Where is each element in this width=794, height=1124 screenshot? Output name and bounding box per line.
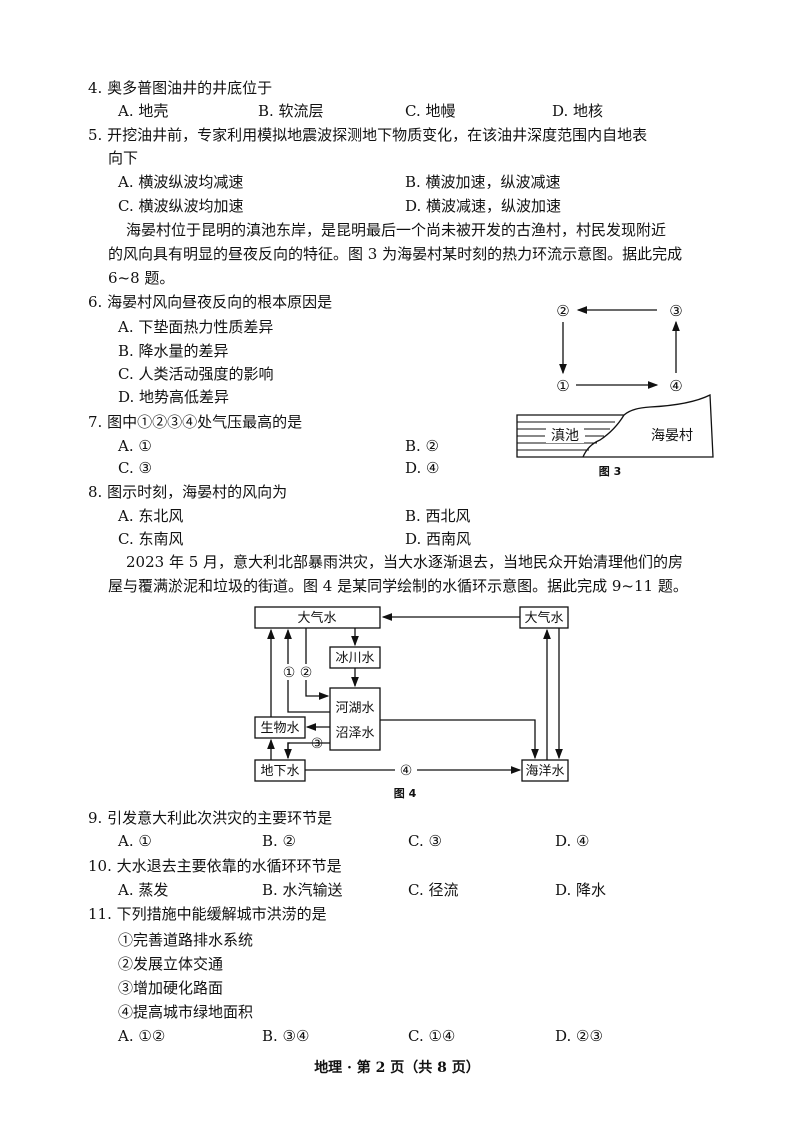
groundwater: 地下水: [260, 764, 299, 779]
q9-option-a: A. ①: [118, 832, 152, 850]
q4-option-a: A. 地壳: [118, 102, 169, 120]
q5-option-a: A. 横波纵波均减速: [118, 173, 244, 191]
q9-option-d: D. ④: [555, 832, 590, 850]
label-4: ④: [400, 763, 413, 779]
q6-stem: 6. 海晏村风向昼夜反向的根本原因是: [88, 293, 333, 311]
q6-option-a: A. 下垫面热力性质差异: [118, 318, 274, 336]
q11-option-d: D. ②③: [555, 1027, 603, 1045]
village-label: 海晏村: [651, 428, 693, 444]
swamp-water: 沼泽水: [335, 726, 374, 741]
q10-stem: 10. 大水退去主要依靠的水循环环节是: [88, 857, 342, 875]
q8-option-a: A. 东北风: [118, 507, 184, 525]
q5-stem: 5. 开挖油井前，专家利用模拟地震波探测地下物质变化，在该油井深度范围内自地表: [88, 126, 648, 144]
q10-option-c: C. 径流: [408, 881, 459, 899]
q9-option-c: C. ③: [408, 832, 442, 850]
atmospheric-water-right: 大气水: [524, 610, 563, 626]
q10-option-a: A. 蒸发: [118, 881, 169, 899]
q10-option-b: B. 水汽输送: [262, 881, 343, 899]
label-3: ③: [311, 736, 324, 752]
figure-4-caption: 图 4: [394, 787, 417, 800]
q9-option-b: B. ②: [262, 832, 297, 850]
q7-option-b: B. ②: [405, 437, 440, 455]
page-footer: 地理 · 第 2 页（共 8 页）: [314, 1060, 480, 1076]
passage-2-line: 2023 年 5 月，意大利北部暴雨洪灾，当大水逐渐退去，当地民众开始清理他们的…: [126, 553, 684, 571]
point-4: ④: [669, 377, 682, 395]
q11-item-1: ①完善道路排水系统: [118, 931, 254, 949]
q4-option-d: D. 地核: [552, 102, 604, 120]
q11-option-a: A. ①②: [118, 1027, 166, 1045]
passage-1-line: 6~8 题。: [108, 269, 175, 287]
q4-stem: 4. 奥多普图油井的井底位于: [88, 79, 273, 97]
point-3: ③: [669, 302, 682, 320]
q8-option-c: C. 东南风: [118, 530, 184, 548]
figure-3-caption: 图 3: [599, 465, 621, 478]
river-lake-water: 河湖水: [335, 701, 374, 716]
q11-stem: 11. 下列措施中能缓解城市洪涝的是: [88, 905, 327, 923]
figure-4-water-cycle: [254, 606, 569, 782]
q5-option-d: D. 横波减速，纵波加速: [405, 197, 562, 215]
q11-option-b: B. ③④: [262, 1027, 310, 1045]
q4-option-c: C. 地幔: [405, 102, 456, 120]
ocean-water: 海洋水: [525, 764, 564, 779]
q6-option-b: B. 降水量的差异: [118, 342, 229, 360]
biological-water: 生物水: [260, 721, 299, 736]
q5-option-c: C. 横波纵波均加速: [118, 197, 244, 215]
q8-option-b: B. 西北风: [405, 507, 471, 525]
q11-option-c: C. ①④: [408, 1027, 456, 1045]
q5-option-b: B. 横波加速，纵波减速: [405, 173, 561, 191]
passage-1-line: 的风向具有明显的昼夜反向的特征。图 3 为海晏村某时刻的热力环流示意图。据此完成: [108, 245, 683, 263]
q4-option-b: B. 软流层: [258, 102, 324, 120]
passage-1-line: 海晏村位于昆明的滇池东岸，是昆明最后一个尚未被开发的古渔村，村民发现附近: [126, 221, 667, 239]
lake-label: 滇池: [551, 428, 579, 444]
q9-stem: 9. 引发意大利此次洪灾的主要环节是: [88, 809, 333, 827]
q6-option-d: D. 地势高低差异: [118, 388, 230, 406]
q7-option-c: C. ③: [118, 459, 152, 477]
q5-stem-cont: 向下: [108, 149, 139, 167]
q7-option-d: D. ④: [405, 459, 440, 477]
q6-option-c: C. 人类活动强度的影响: [118, 365, 274, 383]
q11-item-4: ④提高城市绿地面积: [118, 1003, 254, 1021]
label-1: ①: [283, 665, 296, 681]
q10-option-d: D. 降水: [555, 881, 607, 899]
glacier-water: 冰川水: [335, 651, 374, 666]
atmospheric-water-left: 大气水: [297, 610, 336, 626]
passage-2-line: 屋与覆满淤泥和垃圾的街道。图 4 是某同学绘制的水循环示意图。据此完成 9~11…: [108, 577, 688, 595]
q7-option-a: A. ①: [118, 437, 152, 455]
q8-stem: 8. 图示时刻，海晏村的风向为: [88, 483, 288, 501]
point-2: ②: [556, 302, 569, 320]
q8-option-d: D. 西南风: [405, 530, 472, 548]
point-1: ①: [556, 377, 569, 395]
q11-item-2: ②发展立体交通: [118, 955, 224, 973]
q7-stem: 7. 图中①②③④处气压最高的是: [88, 413, 303, 431]
q11-item-3: ③增加硬化路面: [118, 979, 224, 997]
label-2: ②: [300, 665, 313, 681]
figure-3-thermal-circulation: [516, 306, 714, 458]
